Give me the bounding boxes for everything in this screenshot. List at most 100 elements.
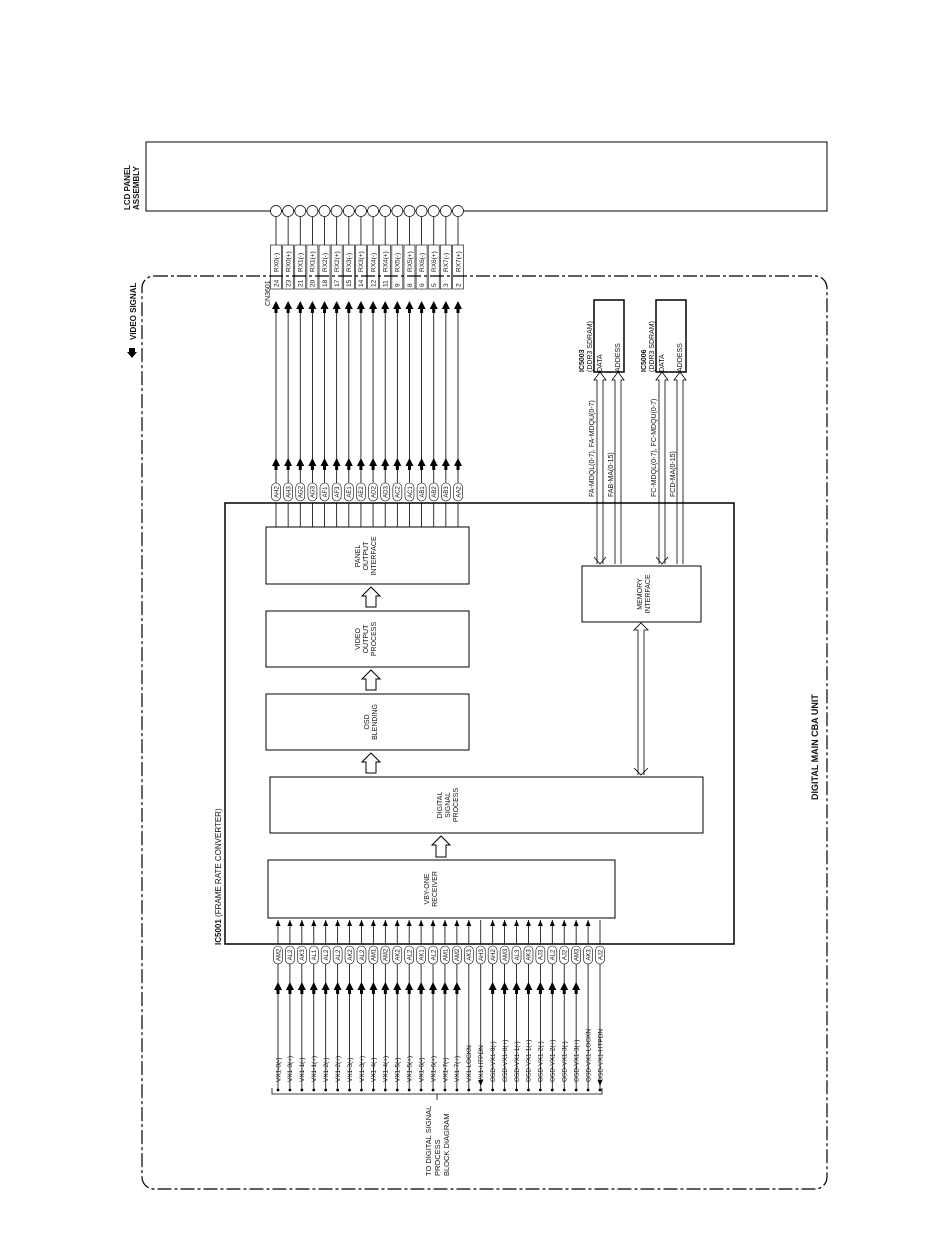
signal-arrow-icon xyxy=(429,301,438,313)
input-signal-name: VX1-7(-) xyxy=(442,1057,449,1082)
signal-arrow-icon xyxy=(332,301,341,313)
ball-pin-label: AL2 xyxy=(288,949,294,960)
wire-end-dot xyxy=(372,1088,375,1092)
ball-pin-label: AM2 xyxy=(384,948,390,961)
panel-terminal xyxy=(306,205,319,217)
small-arrow-icon xyxy=(299,920,305,926)
small-arrow-down-icon xyxy=(597,1080,603,1086)
panel-terminal xyxy=(342,205,355,217)
ball-pin-label: AK1 xyxy=(419,949,425,961)
wire-end-dot xyxy=(598,1088,602,1092)
ic5001-box xyxy=(224,502,735,945)
connector-signal-name: RX3(-) xyxy=(346,253,353,272)
ball-pin-label: AK2 xyxy=(396,949,402,961)
connector-pin-number: 5 xyxy=(431,283,438,287)
ball-pin-label: AD2 xyxy=(371,486,377,498)
wire-end-dot xyxy=(527,1088,530,1092)
small-arrow-icon xyxy=(382,920,388,926)
signal-arrow-icon xyxy=(344,301,353,313)
input-signal-name: VX1-6(-) xyxy=(418,1057,425,1082)
lcd-panel-label-2: ASSEMBLY xyxy=(132,166,141,210)
connector-pin-number: 20 xyxy=(310,279,317,287)
signal-arrow-icon xyxy=(381,458,390,470)
ball-pin-label: AG3 xyxy=(311,485,317,498)
signal-arrow-icon xyxy=(272,301,280,313)
connector-signal-name: RX7(-) xyxy=(443,253,450,272)
small-arrow-icon xyxy=(418,920,424,926)
panel-terminal xyxy=(403,205,416,217)
small-arrow-down-icon xyxy=(478,1080,484,1086)
signal-arrow-icon xyxy=(369,301,378,313)
svg-text:IC5006: IC5006 xyxy=(641,349,648,372)
input-signal-name: VX1-0(+) xyxy=(287,1056,294,1082)
small-arrow-icon xyxy=(490,920,496,926)
connector-signal-name: RX0(+) xyxy=(285,251,292,272)
input-signal-name: VX1-HTPDN xyxy=(478,1045,485,1082)
connector-signal-name: RX2(+) xyxy=(334,251,341,272)
signal-arrow-icon xyxy=(454,458,462,470)
ball-pin-label: AL3 xyxy=(515,949,521,960)
input-signal-name: VX1-2(+) xyxy=(335,1056,342,1082)
panel-terminal xyxy=(440,205,452,217)
small-arrow-icon xyxy=(335,920,341,926)
connector-pin-number: 17 xyxy=(334,279,341,287)
ball-pin-label: AL2 xyxy=(407,949,413,960)
wire-end-dot xyxy=(503,1088,506,1092)
input-signal-name: OSD-VX1-0(-) xyxy=(490,1041,497,1082)
signal-arrow-icon xyxy=(393,982,402,994)
panel-terminal xyxy=(330,205,343,217)
connector-label: CN3601 xyxy=(265,280,272,306)
signal-arrow-icon xyxy=(345,982,354,994)
ram-ic5003: DATA ADDESS IC5003 (DDR3 SDRAM) FA-MDQL(… xyxy=(579,299,625,497)
signal-arrow-icon xyxy=(405,301,414,313)
small-arrow-icon xyxy=(358,920,364,926)
lcd-panel-label: LCD PANEL xyxy=(123,165,132,210)
svg-text:ADDESS: ADDESS xyxy=(677,343,684,372)
video-signal-arrow-stem xyxy=(129,348,135,354)
signal-arrow-icon xyxy=(309,982,318,994)
input-signal-name: VX1-6(+) xyxy=(430,1056,437,1082)
wire-end-dot xyxy=(515,1088,518,1092)
flow-arrow-icon xyxy=(430,835,452,858)
panel-terminal xyxy=(355,205,367,217)
signal-arrow-icon xyxy=(332,458,341,470)
connector-pin-number: 6 xyxy=(419,283,426,287)
flow-arrow-icon xyxy=(360,669,382,691)
ball-pin-label: AC1 xyxy=(408,486,414,498)
signal-arrow-icon xyxy=(308,458,317,470)
input-signal-name: VX1-LOCKN xyxy=(466,1045,473,1082)
svg-text:VBY-ONERECEIVER: VBY-ONERECEIVER xyxy=(424,871,439,907)
connector-pin-number: 3 xyxy=(443,283,450,287)
block-panel-output: PANELOUTPUTINTERFACE xyxy=(265,526,470,585)
signal-arrow-icon xyxy=(284,458,293,470)
connector-signal-name: RX5(-) xyxy=(395,253,402,272)
input-signal-name: VX1-5(-) xyxy=(395,1057,402,1082)
ram-ic5006: DATA ADDESS IC5006 (DDR3 SDRAM) FC-MDQL(… xyxy=(641,299,687,497)
connector-pin-number: 21 xyxy=(298,279,305,287)
ball-pin-label: AE1 xyxy=(347,486,353,498)
block-dsp: DIGITALSIGNALPROCESS xyxy=(269,776,704,834)
wire-end-dot xyxy=(348,1088,351,1092)
svg-text:MEMORYINTERFACE: MEMORYINTERFACE xyxy=(637,574,652,614)
input-signal-name: VX1-0(-) xyxy=(275,1057,282,1082)
signal-arrow-icon xyxy=(524,982,533,994)
ball-pin-label: AL2 xyxy=(360,949,366,960)
small-arrow-icon xyxy=(561,920,567,926)
signal-arrow-icon xyxy=(548,982,557,994)
connector-signal-name: RX7(+) xyxy=(455,251,462,272)
connector-signal-name: RX1(-) xyxy=(298,253,305,272)
block-memory-interface: MEMORYINTERFACE xyxy=(581,565,702,623)
connector-pin-number: 8 xyxy=(407,283,414,287)
